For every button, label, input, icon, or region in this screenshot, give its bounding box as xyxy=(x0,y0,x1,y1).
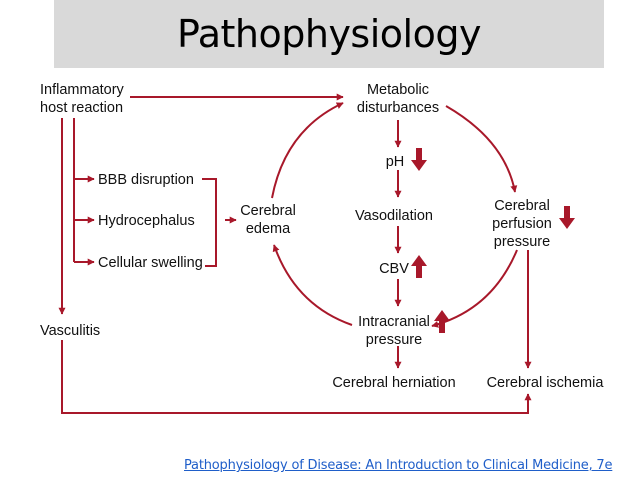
icp-up-arrow-icon xyxy=(434,310,450,333)
node-cbv: CBV xyxy=(379,261,409,277)
diagram-nodes: Inflammatory host reaction Metabolic dis… xyxy=(40,82,604,391)
node-ph: pH xyxy=(386,154,405,170)
node-hydrocephalus: Hydrocephalus xyxy=(98,213,195,229)
bracket-to-edema xyxy=(202,178,217,267)
arrow-icp-to-edema xyxy=(272,244,353,326)
node-perfusion-line1: Cerebral xyxy=(494,198,550,214)
arrow-metabolic-to-perfusion xyxy=(445,105,518,193)
node-perfusion-line2: perfusion xyxy=(492,216,552,232)
title-bar: Pathophysiology xyxy=(54,0,604,68)
connector-lines xyxy=(58,93,532,414)
arrow-edema-to-metabolic xyxy=(271,102,344,199)
node-ischemia: Cerebral ischemia xyxy=(487,375,605,391)
node-cellular: Cellular swelling xyxy=(98,255,203,271)
node-edema-line2: edema xyxy=(246,221,291,237)
node-metabolic-line1: Metabolic xyxy=(367,82,429,98)
node-icp-line2: pressure xyxy=(366,332,422,348)
indicator-arrows xyxy=(411,148,575,333)
node-inflammatory-line2: host reaction xyxy=(40,100,123,116)
node-herniation: Cerebral herniation xyxy=(332,375,455,391)
node-vasodilation: Vasodilation xyxy=(355,208,433,224)
perfusion-down-arrow-icon xyxy=(559,206,575,229)
node-bbb: BBB disruption xyxy=(98,172,194,188)
cbv-up-arrow-icon xyxy=(411,255,427,278)
node-inflammatory-line1: Inflammatory xyxy=(40,82,125,98)
node-icp-line1: Intracranial xyxy=(358,314,430,330)
node-vasculitis: Vasculitis xyxy=(40,323,100,339)
arrow-vasculitis-to-ischemia xyxy=(61,340,532,414)
node-metabolic-line2: disturbances xyxy=(357,100,439,116)
node-edema-line1: Cerebral xyxy=(240,203,296,219)
ph-down-arrow-icon xyxy=(411,148,427,171)
slide-title: Pathophysiology xyxy=(177,12,481,56)
node-perfusion-line3: pressure xyxy=(494,234,550,250)
citation-link[interactable]: Pathophysiology of Disease: An Introduct… xyxy=(184,458,613,473)
